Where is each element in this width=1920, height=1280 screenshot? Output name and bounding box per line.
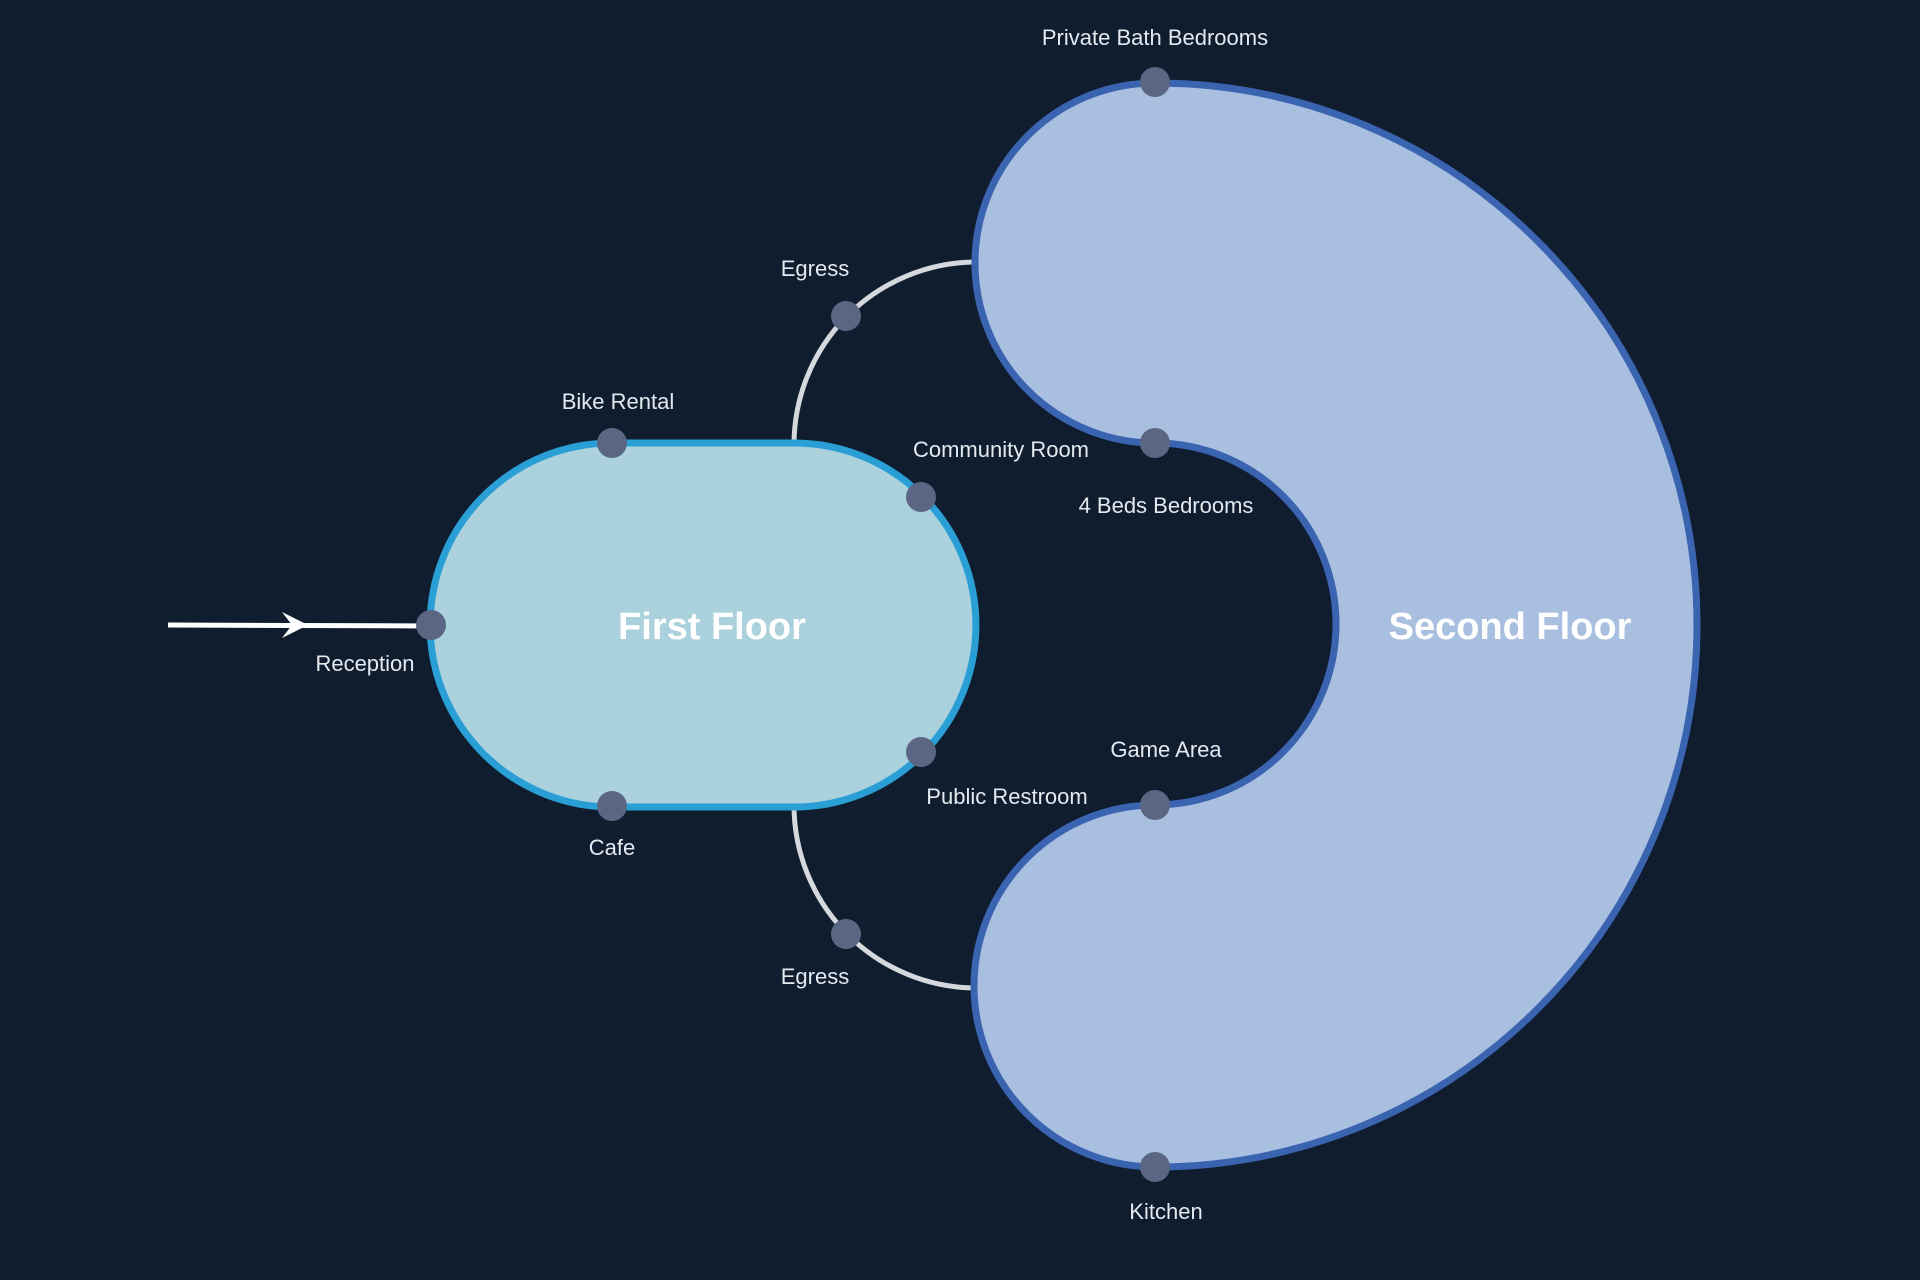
- egress-top-link: [791, 259, 974, 444]
- kitchen-label: Kitchen: [1129, 1199, 1202, 1224]
- kitchen-node: [1140, 1152, 1170, 1182]
- bike-rental-node: [597, 428, 627, 458]
- cafe-node: [597, 791, 627, 821]
- egress-top-label: Egress: [781, 256, 849, 281]
- four-beds-bedrooms-label: 4 Beds Bedrooms: [1079, 493, 1254, 518]
- game-area-node: [1140, 790, 1170, 820]
- cafe-label: Cafe: [589, 835, 635, 860]
- egress-top-node: [831, 301, 861, 331]
- public-restroom-label: Public Restroom: [926, 784, 1087, 809]
- private-bath-bedrooms-node: [1140, 67, 1170, 97]
- community-room-node: [906, 482, 936, 512]
- egress-bottom-link: [791, 806, 974, 991]
- four-beds-bedrooms-node: [1140, 428, 1170, 458]
- second-floor-title: Second Floor: [1389, 606, 1632, 648]
- first-floor-shape: [426, 439, 980, 811]
- bike-rental-label: Bike Rental: [562, 389, 675, 414]
- entry-arrow: [167, 612, 433, 638]
- egress-bottom-node: [831, 919, 861, 949]
- game-area-label: Game Area: [1110, 737, 1222, 762]
- entry-arrow-head: [282, 612, 308, 638]
- second-floor-shape: [970, 79, 1701, 1171]
- community-room-label: Community Room: [913, 437, 1089, 462]
- private-bath-bedrooms-label: Private Bath Bedrooms: [1042, 25, 1268, 50]
- reception-node: [416, 610, 446, 640]
- reception-label: Reception: [315, 651, 414, 676]
- public-restroom-node: [906, 737, 936, 767]
- egress-bottom-label: Egress: [781, 964, 849, 989]
- first-floor-title: First Floor: [618, 606, 806, 648]
